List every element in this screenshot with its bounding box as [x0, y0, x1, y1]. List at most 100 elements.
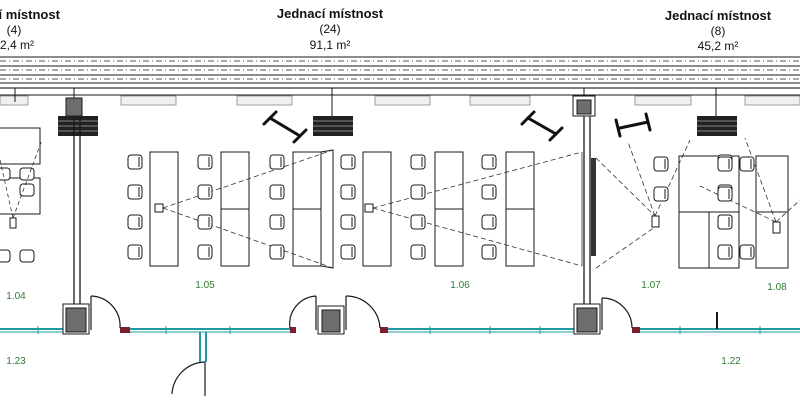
column	[65, 97, 83, 117]
chair	[127, 154, 143, 170]
room-104-furniture	[0, 127, 41, 263]
chair	[269, 154, 285, 170]
projection-line	[654, 139, 691, 217]
room-title-right: Jednací místnost	[664, 8, 772, 23]
projection-line	[775, 199, 800, 223]
chair	[410, 214, 426, 230]
chair	[340, 154, 356, 170]
chair	[739, 156, 755, 172]
chair	[269, 184, 285, 200]
chair	[340, 244, 356, 260]
chair	[410, 184, 426, 200]
glass-mullions	[37, 326, 761, 334]
door-107[interactable]	[601, 297, 633, 330]
chair	[340, 184, 356, 200]
chair	[717, 214, 733, 230]
chair	[340, 214, 356, 230]
room-capacity-left: (4)	[6, 23, 22, 37]
door-106[interactable]	[345, 295, 381, 330]
screen-box	[772, 221, 781, 234]
chair	[481, 214, 497, 230]
room-106-projection	[372, 151, 583, 267]
chair	[653, 156, 669, 172]
facade-band	[0, 56, 800, 96]
room-number-123: 1.23	[6, 356, 26, 367]
chair	[653, 186, 669, 202]
room-area-left: 2,4 m²	[0, 38, 35, 52]
chair	[197, 154, 213, 170]
convector	[313, 116, 353, 136]
chair	[481, 184, 497, 200]
chair	[127, 184, 143, 200]
room-area-right: 45,2 m²	[697, 39, 739, 53]
chair	[197, 214, 213, 230]
window-sill	[374, 95, 431, 106]
room-number-107: 1.07	[641, 280, 661, 291]
door-105[interactable]	[289, 295, 317, 330]
chair	[410, 244, 426, 260]
bottom-columns	[62, 303, 601, 335]
chair	[717, 186, 733, 202]
room-number-108: 1.08	[767, 282, 787, 293]
partition-walls	[73, 116, 591, 306]
top-columns	[65, 95, 596, 117]
room-capacity-right: (8)	[710, 24, 726, 38]
chair	[410, 154, 426, 170]
window-sill	[469, 95, 531, 106]
window-sill	[744, 95, 800, 106]
chairs-group	[127, 154, 755, 260]
chair	[739, 244, 755, 260]
projection-line	[699, 185, 777, 223]
projection-line	[162, 149, 334, 209]
lower-glass-wall	[199, 332, 207, 362]
room-108-furniture	[755, 155, 789, 269]
door-jamb	[632, 327, 640, 333]
corridor-wall	[0, 328, 800, 333]
projection-line	[744, 137, 777, 223]
door-jamb	[120, 327, 130, 333]
chair	[197, 244, 213, 260]
projection-line	[0, 159, 14, 219]
door-lower[interactable]	[171, 361, 206, 396]
chair	[0, 249, 11, 263]
window-sill	[120, 95, 177, 106]
projection-line	[595, 157, 656, 217]
chair	[0, 167, 11, 181]
convectors	[58, 116, 737, 136]
window-sills	[0, 95, 800, 106]
screen-box	[9, 217, 17, 229]
column	[321, 309, 341, 333]
chair	[19, 249, 35, 263]
room-title-left: ací místnost	[0, 7, 60, 22]
ceiling-hangers	[14, 88, 717, 116]
chair	[127, 244, 143, 260]
door-jamb	[380, 327, 388, 333]
projection-line	[162, 207, 334, 269]
chair	[197, 184, 213, 200]
projector-box	[154, 203, 164, 213]
window-sill	[634, 95, 692, 106]
room-105-projection	[162, 149, 334, 269]
room-107-projection	[595, 139, 691, 269]
table	[0, 177, 41, 215]
room-area-center: 91,1 m²	[309, 38, 351, 52]
door-jamb	[290, 327, 296, 333]
chair	[269, 244, 285, 260]
chair	[481, 154, 497, 170]
table	[0, 127, 41, 165]
door-104[interactable]	[90, 295, 121, 330]
room-106-furniture	[362, 151, 535, 267]
projection-line	[372, 151, 583, 209]
column	[576, 307, 598, 333]
projectors	[262, 110, 652, 144]
room-number-105: 1.05	[195, 280, 215, 291]
projector-icon	[614, 112, 652, 138]
column	[65, 307, 87, 333]
room-105-furniture	[149, 151, 322, 267]
convector	[697, 116, 737, 136]
projection-line	[627, 141, 656, 217]
projector-box	[364, 203, 374, 213]
door-jambs	[120, 327, 640, 333]
room-108-projection	[699, 137, 800, 223]
